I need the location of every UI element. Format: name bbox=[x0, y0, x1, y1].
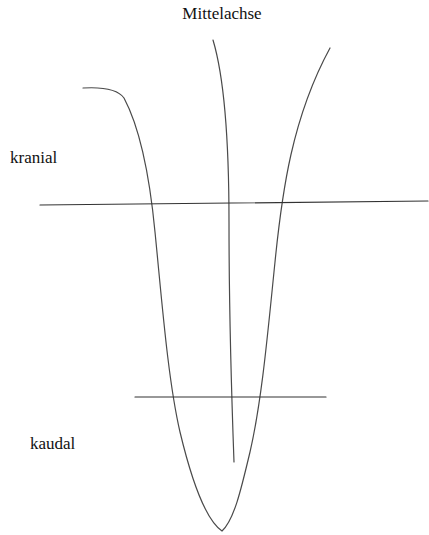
outline-curve bbox=[83, 48, 330, 531]
direction-label: kranial bbox=[10, 148, 57, 168]
upper-section-line bbox=[40, 201, 428, 205]
lower-section-line bbox=[135, 396, 326, 397]
direction-label: kaudal bbox=[30, 434, 75, 454]
midline-curve bbox=[213, 40, 234, 462]
axis-label: Mittelachse bbox=[182, 4, 261, 24]
